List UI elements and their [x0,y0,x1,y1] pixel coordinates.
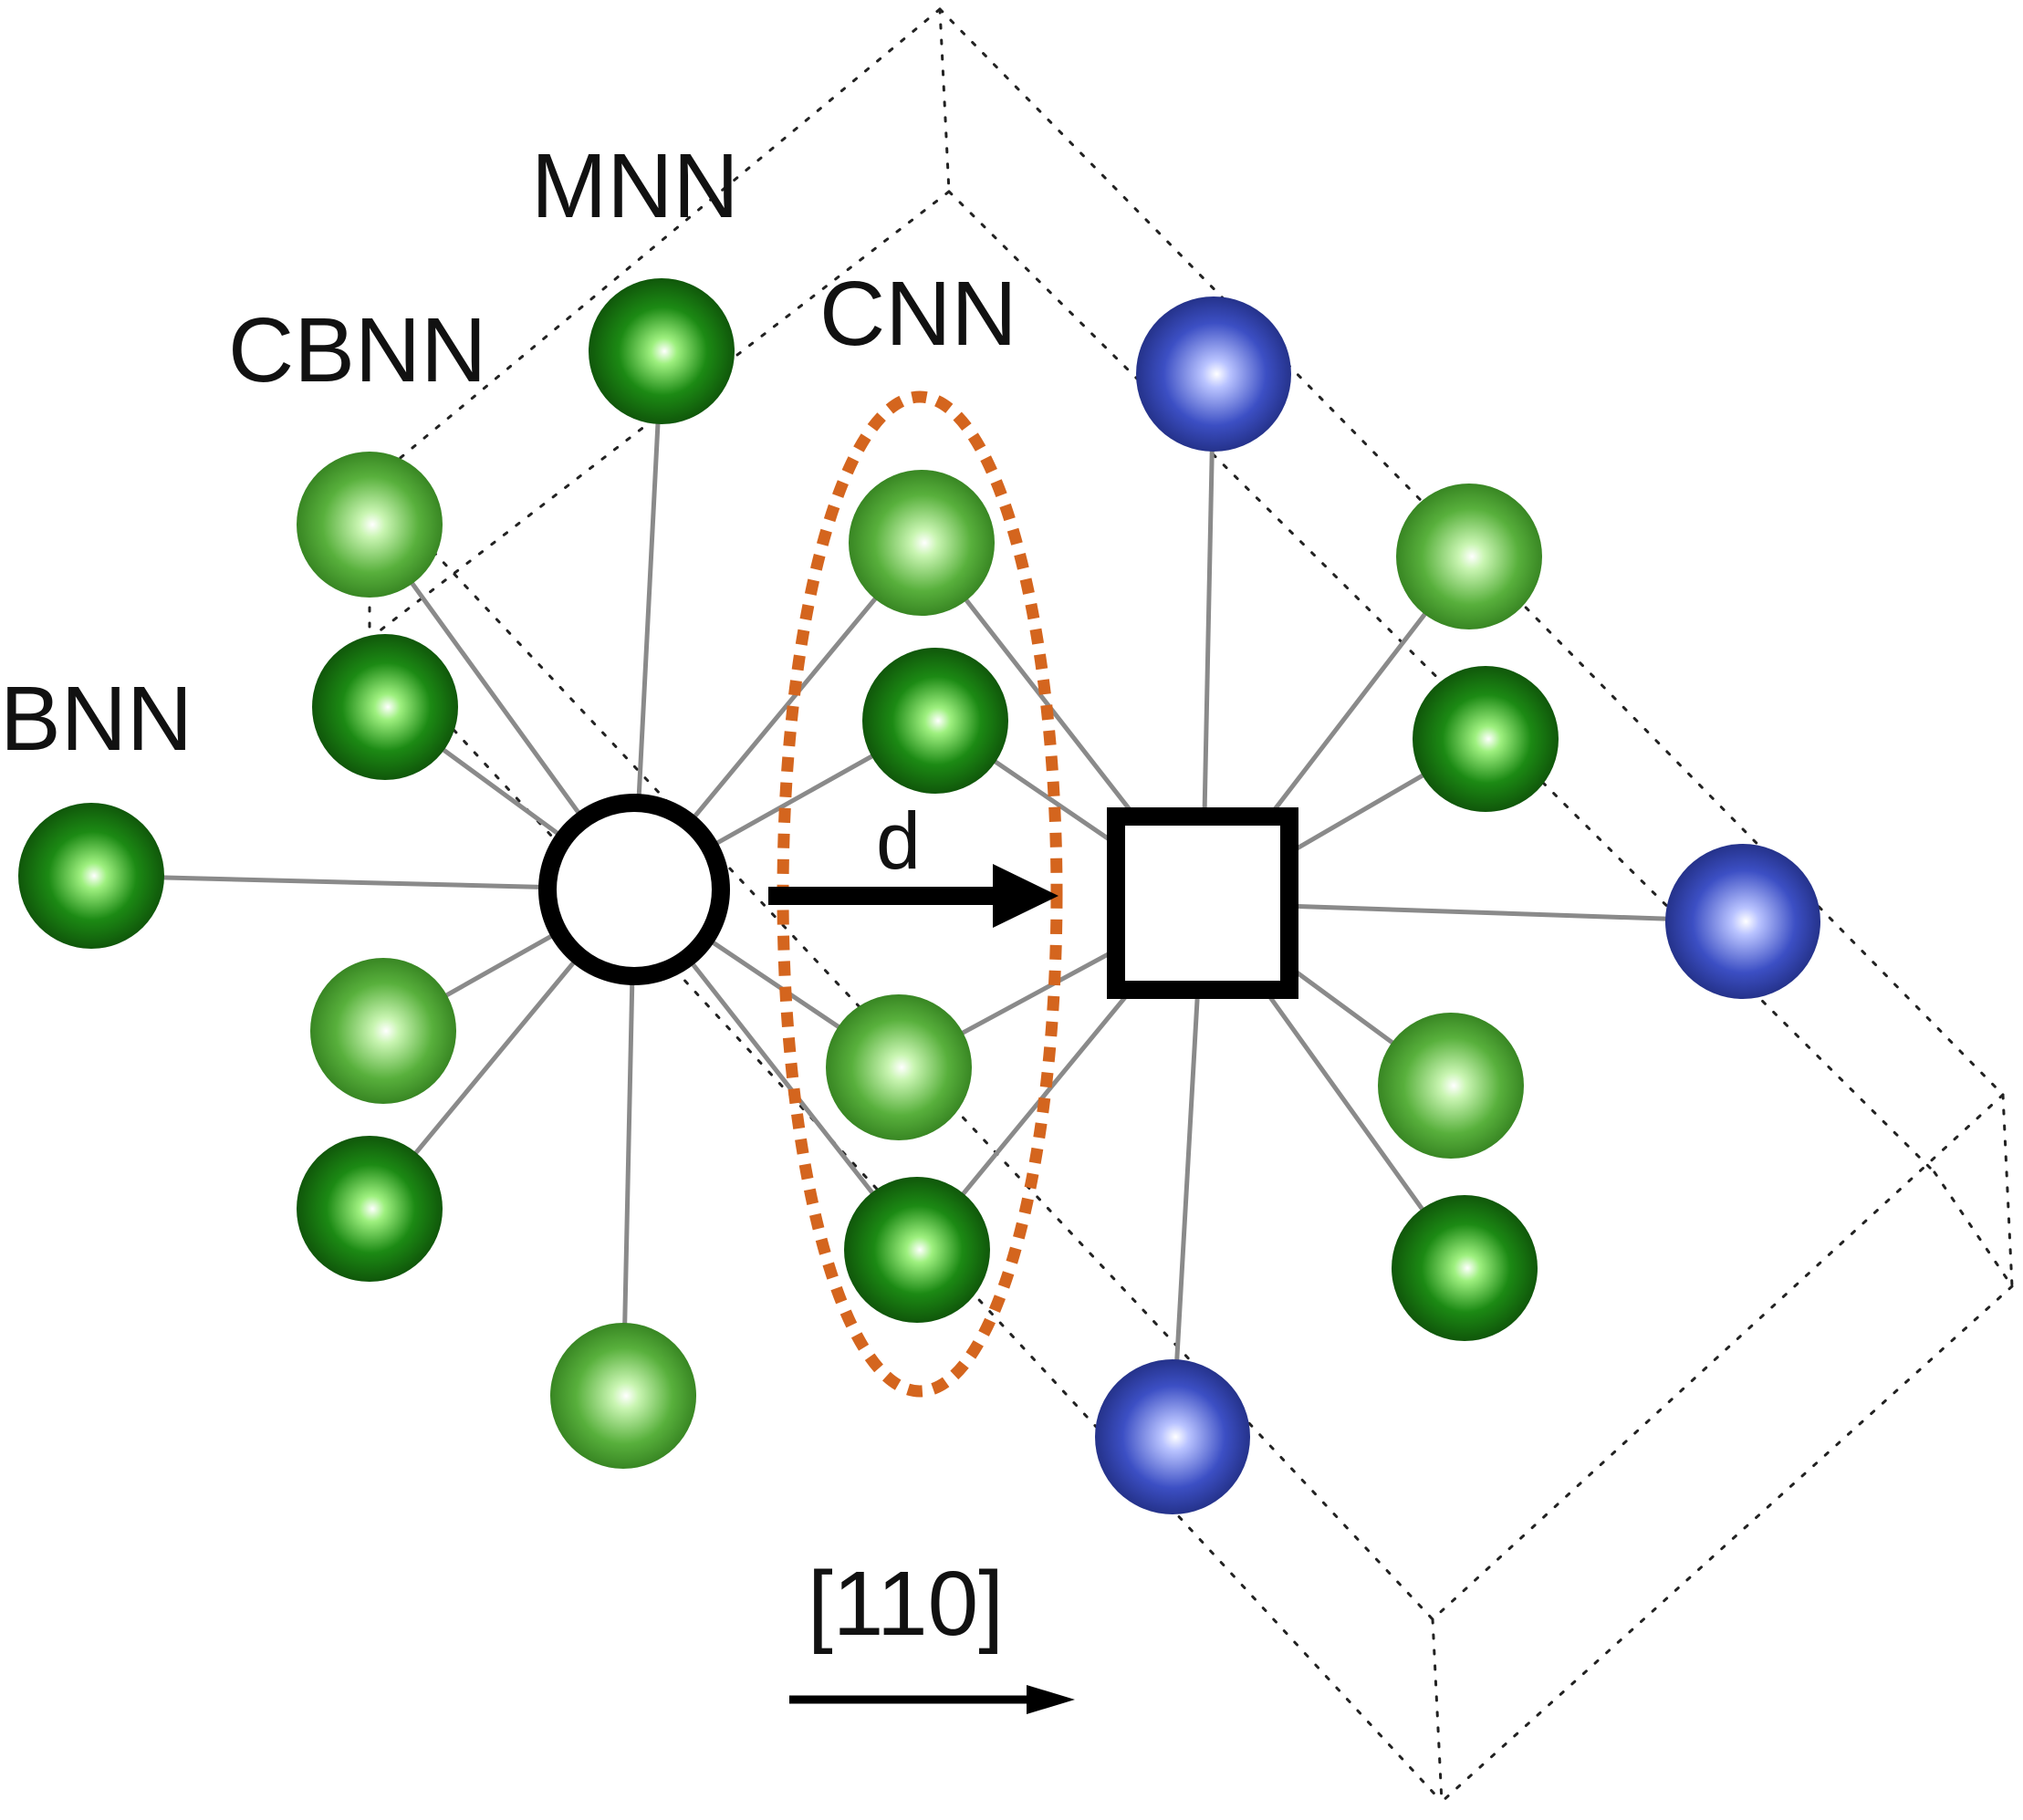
displacement-arrow [768,864,1058,928]
atom-cnn [862,648,1008,794]
atom-light-green [550,1323,696,1469]
atom-dark-green [312,634,458,780]
atom-cnn [849,470,995,616]
atom-mnn [589,278,735,424]
atoms [18,278,1820,1514]
label-cnn: CNN [819,263,1017,365]
atom-dark-green [297,1136,443,1282]
atom-blue [1665,844,1820,999]
label-mnn: MNN [531,135,739,237]
atom-light-green [310,958,456,1104]
atom-cnn [844,1177,990,1323]
atom-dark-green [1413,666,1559,812]
label-direction-110: [110] [808,1553,1004,1655]
atom-dark-green [1392,1195,1538,1341]
atom-bnn [18,803,164,949]
origin-site-marker [538,794,730,985]
atom-blue [1095,1359,1250,1514]
atom-cnn [826,994,972,1140]
atom-light-green [1378,1013,1524,1159]
label-cbnn: CBNN [228,299,486,401]
label-d: d [876,796,921,886]
atom-light-green [1396,484,1542,629]
target-site-marker [1107,807,1298,999]
direction-arrow [789,1685,1075,1714]
atom-blue [1136,296,1291,452]
label-bnn: BNN [0,668,193,770]
atom-cbnn [297,452,443,598]
